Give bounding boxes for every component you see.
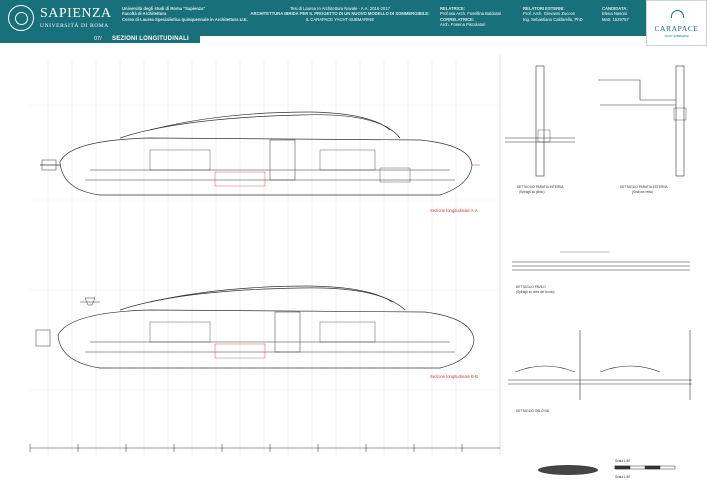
detail-1-subcaption: (Spiragli su plinto) xyxy=(519,190,545,194)
detail-floor xyxy=(512,251,690,271)
hull-silhouette-icon xyxy=(538,465,598,475)
section-b-drawing xyxy=(35,285,475,369)
sheet-title: SEZIONI LONGITUDINALI xyxy=(112,36,189,42)
detail-3-caption: DETTAGLIO PAVILO xyxy=(516,285,546,289)
detail-internal-bulkhead xyxy=(505,65,575,177)
candidate-block: CANDIDATA: Elena Nasoni Matr. 1529757 xyxy=(602,6,629,22)
scale-bar-label: Scala 1:50 xyxy=(615,475,630,479)
carapace-logo: CARAPACE YACHT SUBMARINE xyxy=(646,0,707,46)
carapace-logo-tag: YACHT SUBMARINE xyxy=(664,35,689,38)
detail-external-bulkhead xyxy=(598,65,687,177)
detail-porthole xyxy=(508,330,692,400)
scale-label: Scala 1:50 xyxy=(615,459,630,463)
detail-3-subcaption: (Spiragli su area del bordo) xyxy=(516,290,554,294)
detail-1-caption: DETTAGLIO PARATIA INTERNA xyxy=(517,185,564,189)
brand-subtitle: UNIVERSITÀ DI ROMA xyxy=(40,23,109,29)
detail-2-subcaption: (Sezione retta) xyxy=(632,190,653,194)
section-a-caption: Sezione longitudinale A-A xyxy=(430,208,478,213)
title-block-header: SAPIENZA UNIVERSITÀ DI ROMA Università d… xyxy=(0,0,707,36)
external-supervisors-block: RELATORI ESTERNI: Prof. Arch. Giovanni Z… xyxy=(523,6,583,22)
university-info: Università degli studi di Roma "Sapienza… xyxy=(122,6,248,22)
carapace-shell-icon xyxy=(671,10,684,18)
scale-bar xyxy=(614,465,676,470)
section-a-drawing xyxy=(40,111,480,196)
university-seal-icon xyxy=(8,5,34,31)
frame-grid xyxy=(47,60,457,455)
section-b-caption: Sezione longitudinale B-B xyxy=(430,374,478,379)
supervisor-block: RELATRICE: Prof.ssa Arch. Fosellina Bald… xyxy=(440,6,501,28)
frame-ruler xyxy=(29,444,500,452)
brand-name: SAPIENZA xyxy=(40,6,112,21)
carapace-logo-name: CARAPACE xyxy=(654,24,699,33)
detail-2-caption: DETTAGLIO PARATIA ESTERNA xyxy=(620,185,669,189)
thesis-subtitle: IL CARAPACE YACHT-SUBMARINE xyxy=(305,16,375,22)
thesis-title: ARCHITETTURA IBRIDA PER IL PROGETTO DI U… xyxy=(250,11,430,17)
sapienza-logo: SAPIENZA UNIVERSITÀ DI ROMA xyxy=(8,4,128,32)
detail-4-caption: DETTAGLIO OBLÒ ND xyxy=(516,408,550,413)
thesis-title-block: Tesi di Laurea In Architettura Navale - … xyxy=(250,6,430,22)
sheet-number: 07/ xyxy=(94,36,102,42)
thesis-line: Tesi di Laurea In Architettura Navale - … xyxy=(290,6,390,11)
sheet-title-bar: 07/ SEZIONI LONGITUDINALI xyxy=(0,36,200,43)
technical-drawing: Sezione longitudinale A-A Sezione longit… xyxy=(28,55,692,479)
